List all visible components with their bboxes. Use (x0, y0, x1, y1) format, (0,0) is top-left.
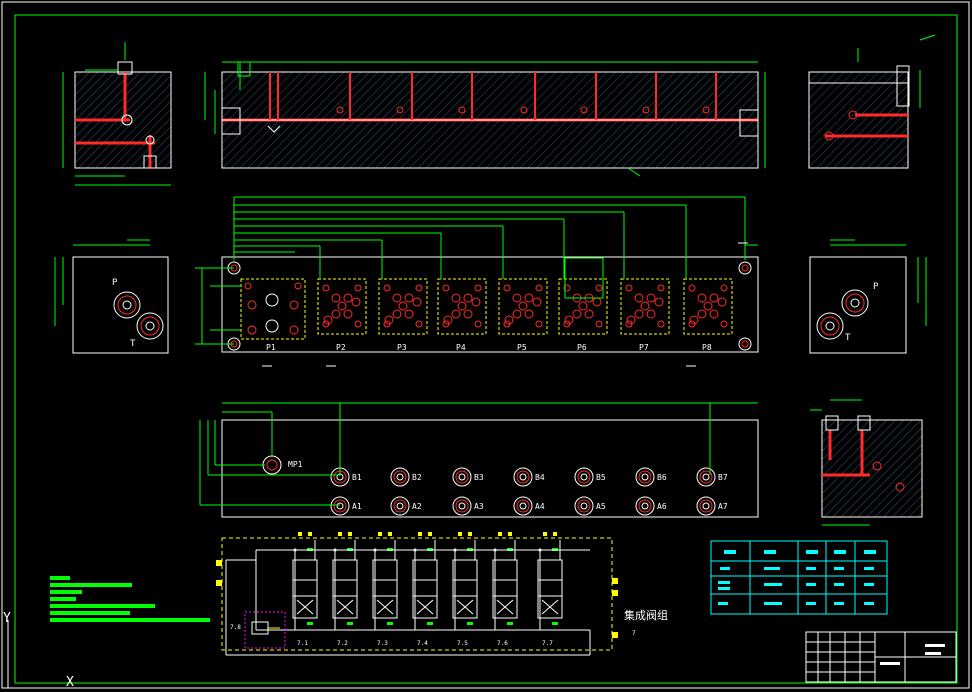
title-block (805, 631, 957, 683)
b-label-5: B5 (596, 473, 606, 482)
schematic-valve-5 (452, 532, 478, 630)
a-port-4 (513, 496, 533, 516)
p-label-8: P8 (702, 343, 712, 352)
schematic-label-1: 7.1 (297, 640, 308, 647)
b-port-4 (513, 467, 533, 487)
notes-legend (50, 576, 210, 622)
axis-x-label: X (66, 675, 74, 690)
a-port-3 (452, 496, 472, 516)
schematic-valve-2 (332, 532, 358, 630)
b-label-3: B3 (474, 473, 484, 482)
valve-footprints (317, 278, 733, 335)
p-label-3: P3 (397, 343, 407, 352)
b-port-5 (574, 467, 594, 487)
p-label-2: P2 (336, 343, 346, 352)
schematic-valve-1 (292, 532, 318, 630)
valve-footprint-6 (558, 278, 608, 335)
a-label-5: A5 (596, 502, 606, 511)
p-label-5: P5 (517, 343, 527, 352)
valve-footprint-3 (378, 278, 428, 335)
plan-view (195, 196, 759, 367)
relief-valve-box (244, 611, 286, 649)
schematic-label-7: 7.7 (542, 640, 553, 647)
schematic-label-6: 7.6 (497, 640, 508, 647)
valve-footprint-2 (317, 278, 367, 335)
a-port-5 (574, 496, 594, 516)
parts-table (710, 540, 888, 615)
front-view (199, 402, 759, 518)
b-label-6: B6 (657, 473, 667, 482)
b-label-1: B1 (352, 473, 362, 482)
a-label-3: A3 (474, 502, 484, 511)
schematic-label-4: 7.4 (417, 640, 428, 647)
a-label-4: A4 (535, 502, 545, 511)
side-right-t-label: T (845, 333, 851, 343)
assembly-number: 7 (632, 630, 636, 637)
ab-ports (330, 467, 716, 516)
mp1-label: MP1 (288, 460, 303, 469)
a-label-1: A1 (352, 502, 362, 511)
b-port-2 (390, 467, 410, 487)
hydraulic-schematic (216, 532, 618, 656)
schematic-valves (292, 532, 563, 630)
b-port-7 (696, 467, 716, 487)
b-label-4: B4 (535, 473, 545, 482)
side-left-t-label: T (130, 339, 136, 349)
schematic-valve-6 (492, 532, 518, 630)
section-view-lower-right (810, 399, 923, 526)
a-label-6: A6 (657, 502, 667, 511)
inner-frame (14, 14, 958, 684)
valve-footprint-4 (437, 278, 487, 335)
side-left-p-label: P (112, 278, 118, 288)
schematic-label-3: 7.3 (377, 640, 388, 647)
a-label-2: A2 (412, 502, 422, 511)
schematic-valve-7 (537, 532, 563, 630)
b-label-2: B2 (412, 473, 422, 482)
side-right-p-label: P (873, 282, 879, 292)
schematic-label-2: 7.2 (337, 640, 348, 647)
a-port-2 (390, 496, 410, 516)
p-label-6: P6 (577, 343, 587, 352)
end-view-left (54, 239, 169, 354)
schematic-label-5: 7.5 (457, 640, 468, 647)
schematic-valve-3 (372, 532, 398, 630)
p-label-4: P4 (456, 343, 466, 352)
b-port-6 (635, 467, 655, 487)
section-view-right (808, 34, 936, 169)
end-view-right (809, 239, 927, 354)
axis-y-label: Y (3, 611, 11, 626)
relief-valve-label: 7.8 (230, 624, 241, 631)
a-label-7: A7 (718, 502, 728, 511)
section-view-main (204, 61, 766, 177)
b-port-3 (452, 467, 472, 487)
valve-footprint-7 (620, 278, 670, 335)
ucs-axis-icon (7, 620, 70, 689)
valve-footprint-5 (498, 278, 548, 335)
a-port-7 (696, 496, 716, 516)
schematic-valve-4 (412, 532, 438, 630)
section-view-left (62, 42, 172, 186)
assembly-title: 集成阀组 (624, 609, 668, 622)
p-label-1: P1 (266, 343, 276, 352)
b-label-7: B7 (718, 473, 728, 482)
a-port-1 (330, 496, 350, 516)
valve-footprint-8 (683, 278, 733, 335)
a-port-6 (635, 496, 655, 516)
p-label-7: P7 (639, 343, 649, 352)
